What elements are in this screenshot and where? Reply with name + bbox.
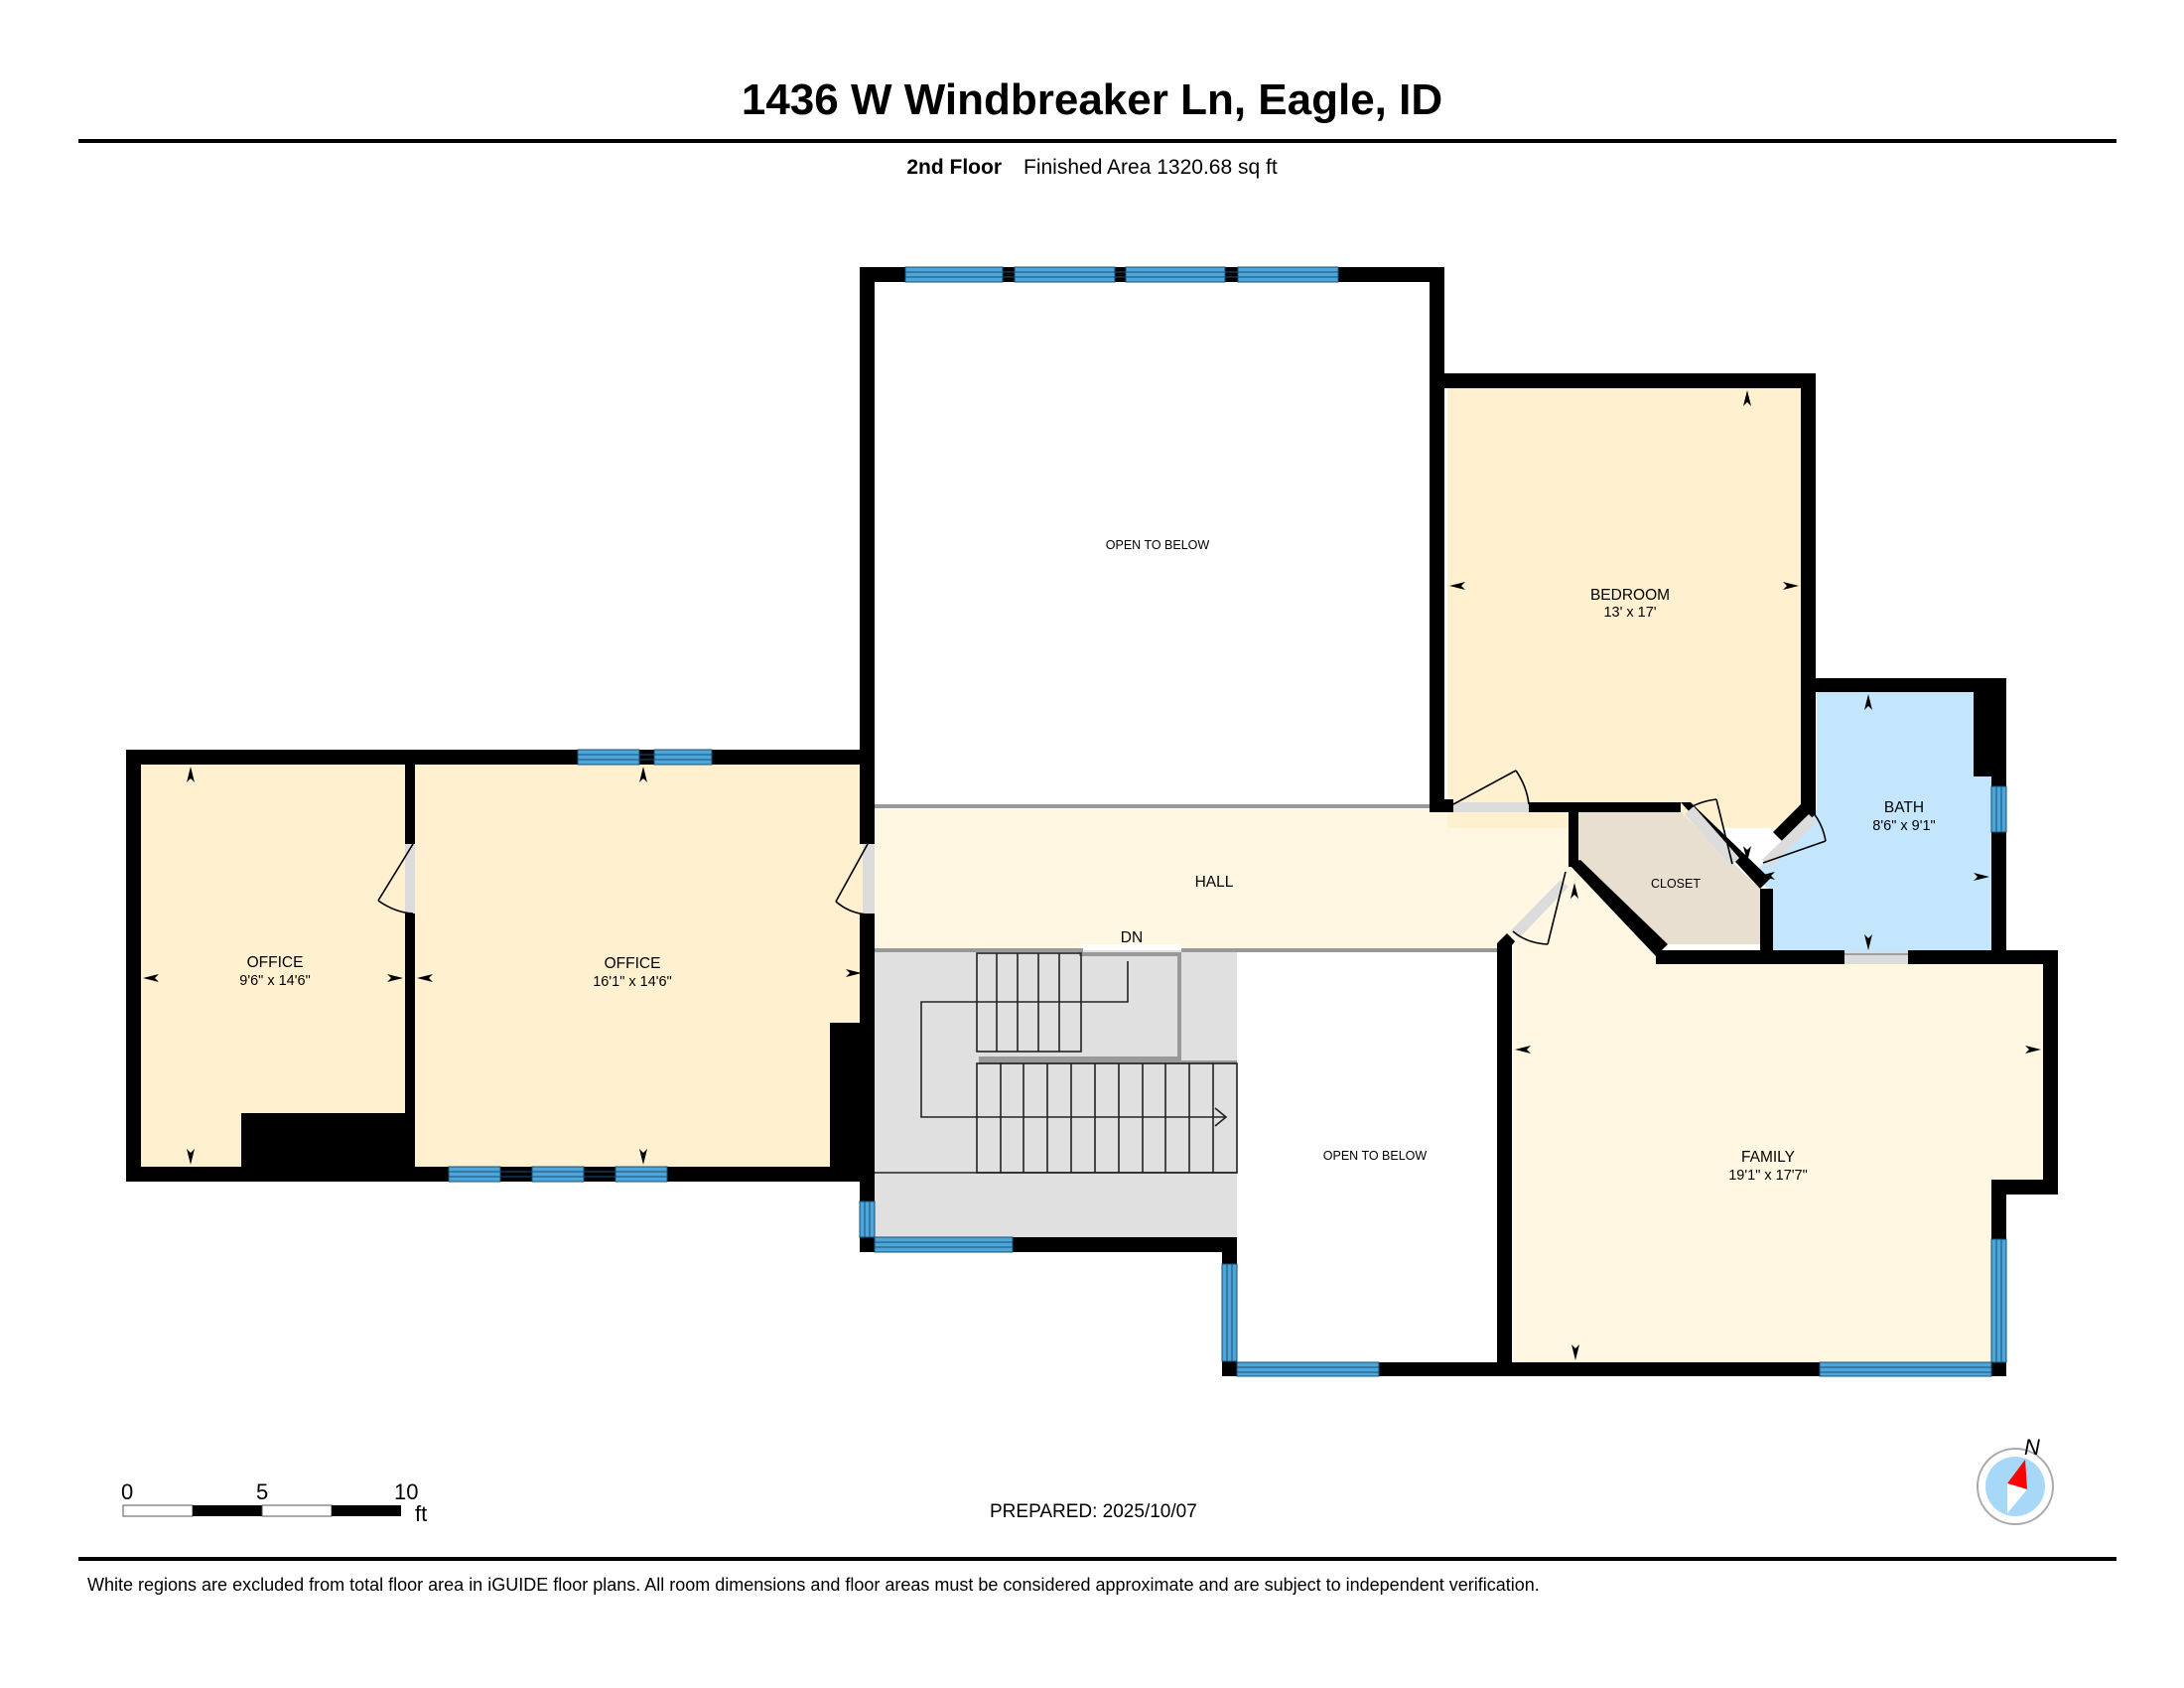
room-open-to-below-bottom [1237,954,1498,1362]
office-right-label: OFFICE [605,955,661,972]
window [1990,785,2007,833]
room-open-to-below-top [875,282,1430,805]
footer-rule [78,1557,2116,1561]
bedroom-label: BEDROOM [1590,587,1670,604]
bedroom-dimensions: 13' x 17' [1603,605,1656,621]
stair-arrow-icon [1214,1107,1228,1127]
window [874,1236,1014,1253]
bath-dimensions: 8'6" x 9'1" [1872,818,1935,834]
window [448,1166,501,1183]
window [653,749,713,766]
room-family[interactable] [1513,867,2043,1362]
window [904,266,1004,283]
hall-boundaries [875,804,1498,1064]
doors[interactable] [377,770,1908,964]
title-rule [78,139,2116,143]
dimension-markers [143,390,2041,1360]
scale-tick-10: 10 [394,1479,419,1504]
family-dimensions: 19'1" x 17'7" [1728,1168,1808,1184]
footer-disclaimer: White regions are excluded from total fl… [87,1575,1540,1595]
window [859,1200,876,1238]
closet-label: CLOSET [1651,877,1701,891]
prepared-date: PREPARED: 2025/10/07 [990,1501,1197,1522]
door-bedroom[interactable] [1452,770,1530,812]
room-office-right[interactable] [415,765,863,1167]
open-to-below-bottom-label: OPEN TO BELOW [1323,1149,1428,1163]
finished-area: Finished Area 1320.68 sq ft [1024,156,1278,179]
scale-tick-5: 5 [256,1479,269,1504]
family-label: FAMILY [1741,1149,1795,1166]
hall-label: HALL [1195,874,1234,891]
door-bath[interactable] [1762,811,1827,868]
bath-label: BATH [1884,799,1924,816]
stairs-landing-upper [1181,954,1237,1058]
room-bath[interactable] [1753,692,1991,952]
scale-bar [122,1504,401,1517]
window [1237,266,1339,283]
door-family[interactable] [1511,871,1569,945]
stairs-down-label: DN [1121,929,1143,946]
room-office-left[interactable] [141,765,407,1167]
window-mullions [449,271,2002,1373]
scale-tick-0: 0 [121,1479,134,1504]
compass-north-label: N [2024,1435,2040,1460]
window [1990,1238,2007,1363]
stair-direction-path [920,961,1226,1118]
staircase [875,952,1238,1174]
north-arrow-icon [1977,1448,2054,1525]
room-fills [141,282,2043,1362]
walls [126,267,2058,1376]
floor-subtitle: 2nd Floor Finished Area 1320.68 sq ft [0,156,2184,180]
office-left-dimensions: 9'6" x 14'6" [239,973,310,989]
window [531,1166,585,1183]
room-bedroom[interactable] [1447,388,1801,828]
window [577,749,640,766]
door-bath-family[interactable] [1844,952,1908,964]
window [614,1166,668,1183]
stairs-area[interactable] [875,950,1237,1237]
door-office-left[interactable] [377,843,415,914]
window [1125,266,1226,283]
scale-unit: ft [415,1501,428,1526]
window [1221,1263,1238,1362]
window [1236,1361,1380,1377]
floor-name: 2nd Floor [906,156,1002,179]
page-title: 1436 W Windbreaker Ln, Eagle, ID [741,75,1443,124]
door-closet[interactable] [1685,798,1739,866]
room-hall[interactable] [875,809,1578,950]
office-right-dimensions: 16'1" x 14'6" [593,974,672,990]
window [1014,266,1116,283]
office-left-label: OFFICE [247,954,304,971]
door-office-right[interactable] [835,843,875,915]
open-to-below-top-label: OPEN TO BELOW [1106,538,1210,552]
window [1819,1361,1992,1377]
